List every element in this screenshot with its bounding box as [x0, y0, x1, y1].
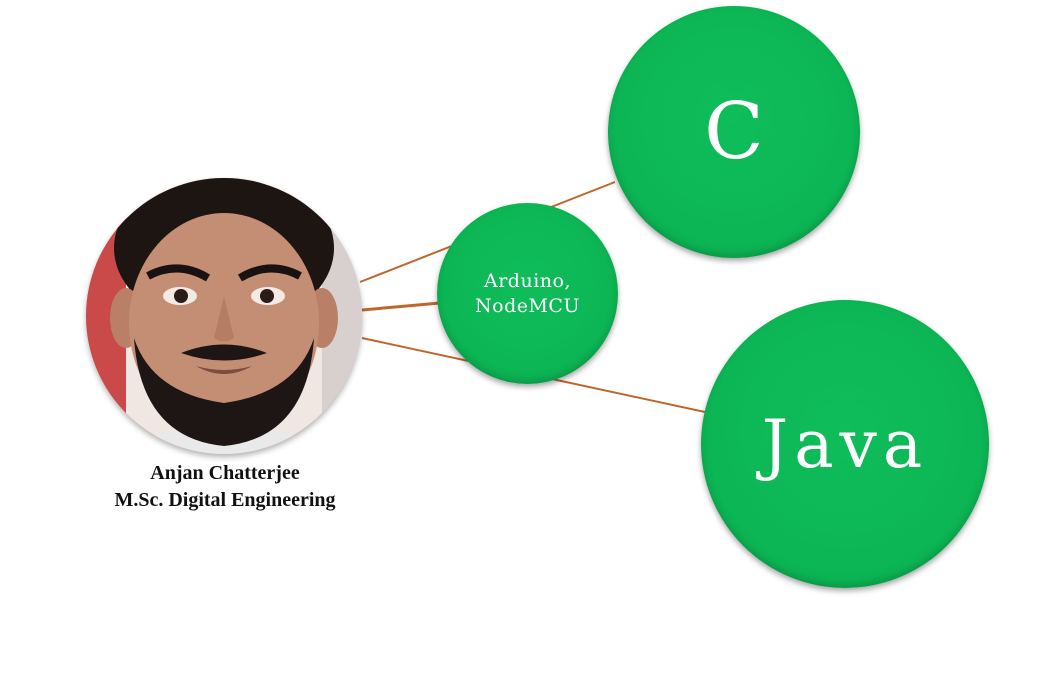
connector-photo-to-arduino [361, 301, 441, 312]
person-caption: Anjan Chatterjee M.Sc. Digital Engineeri… [40, 460, 410, 514]
node-c-label: C [704, 87, 764, 177]
portrait-illustration [86, 178, 362, 454]
node-c: C [608, 6, 860, 258]
node-arduino-nodemcu: Arduino, NodeMCU [437, 203, 618, 384]
node-arduino-label: Arduino, NodeMCU [475, 269, 580, 317]
node-java: Java [701, 300, 989, 588]
profile-photo [86, 178, 362, 454]
node-java-label: Java [761, 405, 929, 483]
person-name: Anjan Chatterjee [150, 462, 300, 484]
person-degree: M.Sc. Digital Engineering [114, 489, 336, 511]
